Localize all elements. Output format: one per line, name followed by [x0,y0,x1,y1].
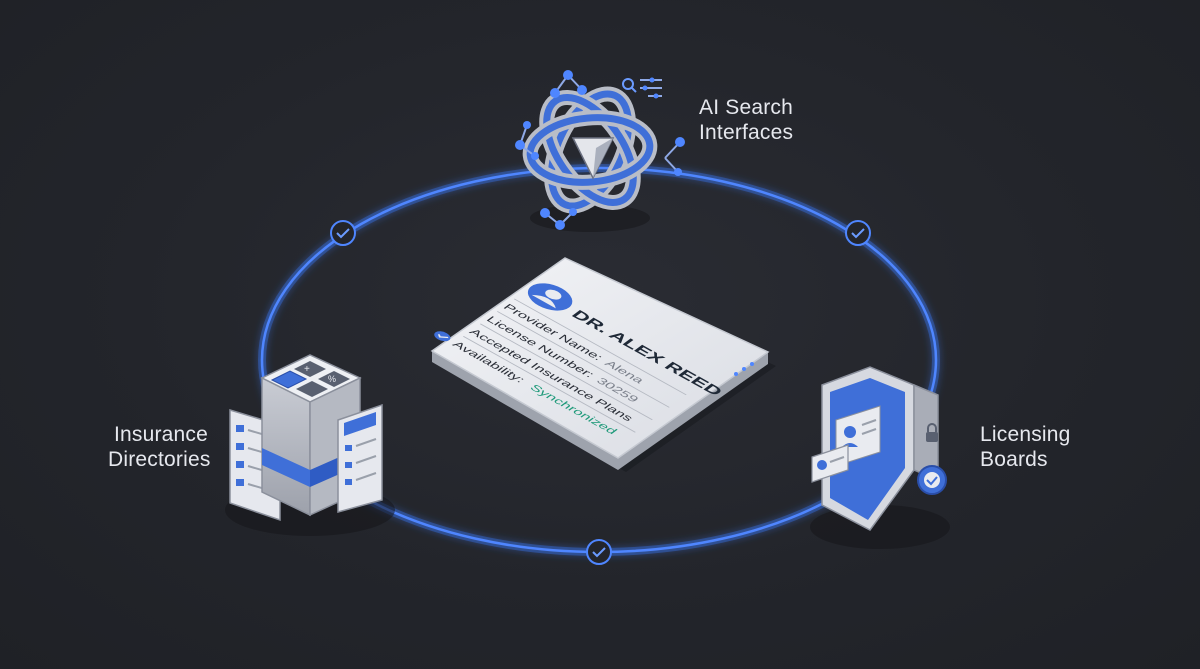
search-filter-icon [622,77,662,99]
license-shield-icon [810,366,950,549]
insurance-label-line2: Directories [108,448,211,471]
svg-text:+: + [304,364,310,375]
sync-check-icon [845,220,871,246]
ai-knot-icon [515,70,685,232]
licensing-label: Licensing Boards [980,422,1071,472]
insurance-label-line1: Insurance [113,423,208,446]
sync-check-icon [330,220,356,246]
insurance-label: Insurance Directories [108,422,211,472]
sync-check-icon [586,539,612,565]
directory-cube-icon: + % [225,354,395,536]
licensing-label-line1: Licensing [980,423,1071,446]
svg-text:%: % [328,374,336,384]
provider-profile-card: DR. ALEX REED Provider Name: Alena Licen… [430,257,776,472]
check-circle-icon [434,331,451,342]
ai-search-label-line2: Interfaces [699,121,794,144]
licensing-label-line2: Boards [980,448,1048,471]
ai-search-label: AI Search Interfaces [699,95,793,145]
ai-search-label-line1: AI Search [699,96,794,119]
